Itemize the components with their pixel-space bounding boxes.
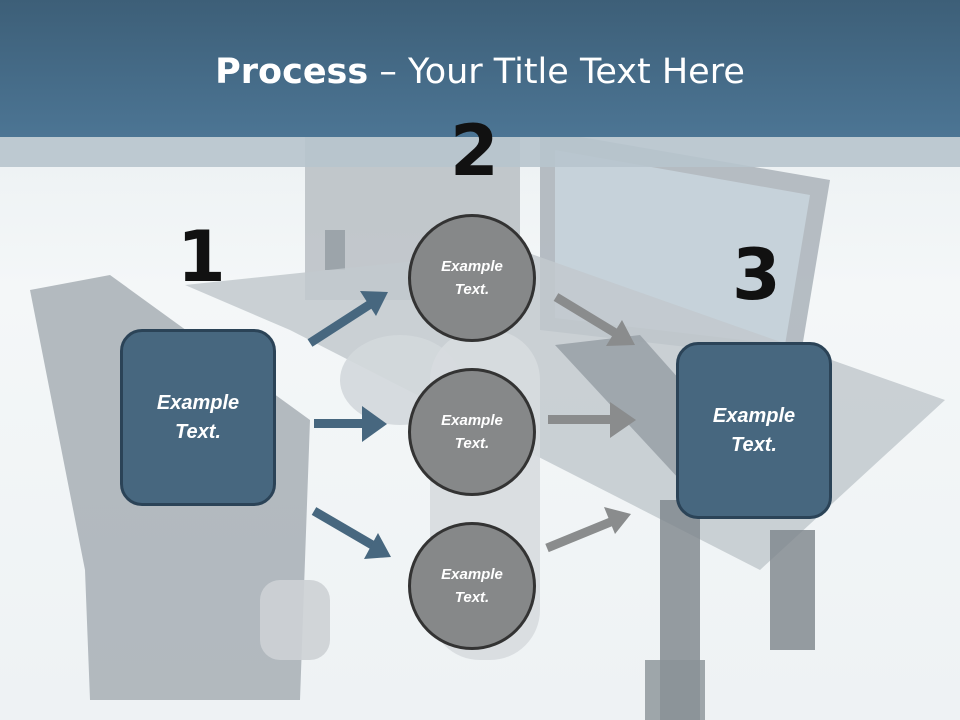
step-circle-top[interactable]: Example Text.	[408, 214, 536, 342]
arrow-bottom-to-right	[545, 507, 631, 553]
step-circle-bottom[interactable]: Example Text.	[408, 522, 536, 650]
arrow-left-to-top	[307, 291, 388, 347]
arrow-top-to-right	[553, 293, 635, 346]
left-step-box[interactable]: Example Text.	[120, 329, 276, 506]
title-bold: Process	[215, 52, 369, 92]
step-number-1: 1	[177, 216, 226, 298]
slide-title: Process – Your Title Text Here	[0, 52, 960, 92]
header-bar	[0, 0, 960, 137]
left-step-box-text: Example Text.	[156, 391, 240, 443]
right-step-box-text: Example Text.	[712, 404, 796, 456]
step-circle-middle-text: Example Text.	[441, 412, 503, 452]
arrow-middle-to-right	[548, 402, 636, 438]
step-circle-middle[interactable]: Example Text.	[408, 368, 536, 496]
header-band	[0, 137, 960, 167]
arrow-left-to-bottom	[311, 507, 391, 559]
step-number-3: 3	[732, 234, 781, 316]
title-rest: – Your Title Text Here	[368, 52, 745, 92]
right-step-box[interactable]: Example Text.	[676, 342, 832, 519]
step-circle-bottom-text: Example Text.	[441, 566, 503, 606]
step-circle-top-text: Example Text.	[441, 258, 503, 298]
arrow-left-to-middle	[314, 406, 387, 442]
step-number-2: 2	[450, 110, 499, 192]
